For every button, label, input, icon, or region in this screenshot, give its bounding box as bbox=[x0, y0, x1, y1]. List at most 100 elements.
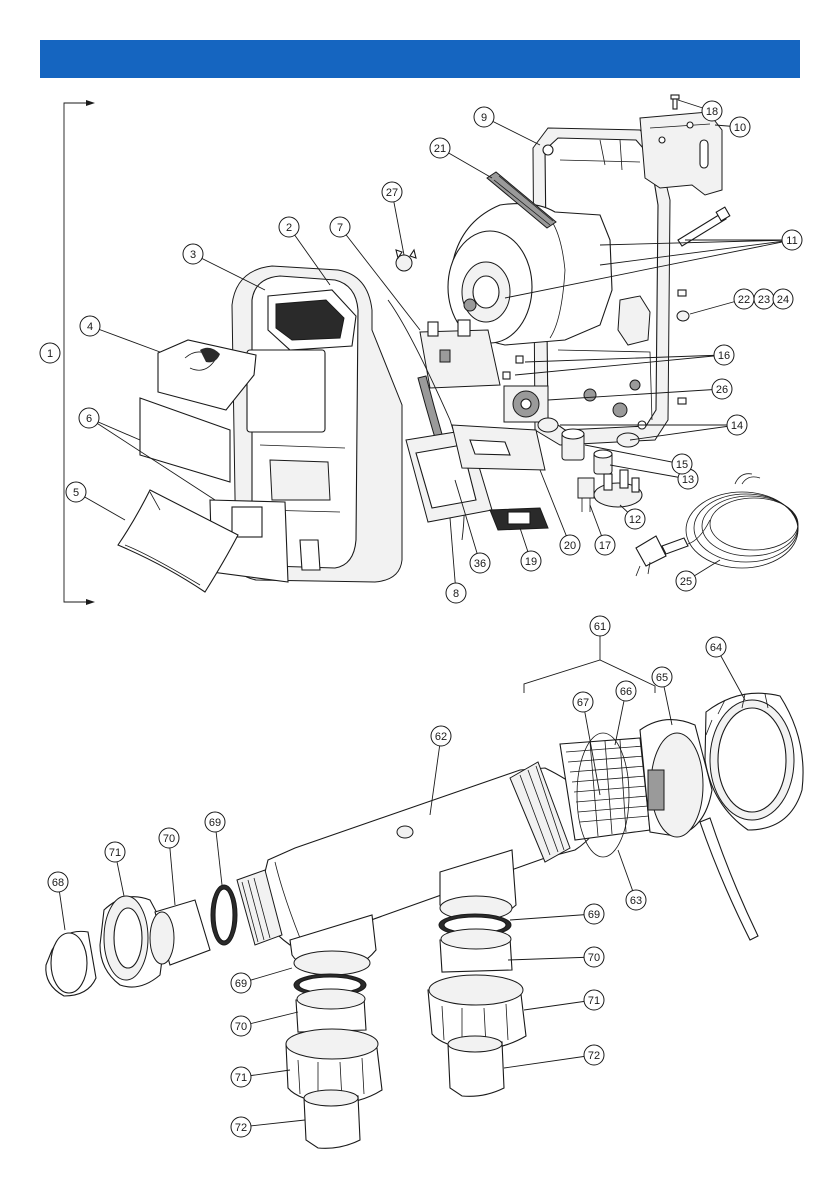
callout-7: 7 bbox=[330, 217, 350, 237]
callout-number: 69 bbox=[588, 909, 600, 921]
callout-8: 8 bbox=[446, 583, 466, 603]
callout-6: 6 bbox=[79, 408, 99, 428]
cooling-fan bbox=[504, 386, 548, 422]
callout-5: 5 bbox=[66, 482, 86, 502]
callout-number: 1 bbox=[47, 348, 53, 360]
callout-69a: 69 bbox=[205, 812, 225, 832]
callout-number: 23 bbox=[758, 294, 770, 306]
callout-number: 62 bbox=[435, 731, 447, 743]
power-lead bbox=[636, 474, 798, 576]
callout-number: 11 bbox=[786, 235, 797, 247]
callout-11: 11 bbox=[782, 230, 802, 250]
leader-line-71c bbox=[524, 1000, 594, 1010]
callout-number: 70 bbox=[588, 952, 600, 964]
callout-number: 61 bbox=[594, 621, 606, 633]
callout-64: 64 bbox=[706, 637, 726, 657]
callout-19: 19 bbox=[521, 551, 541, 571]
callout-4: 4 bbox=[80, 316, 100, 336]
end-cap bbox=[46, 931, 96, 996]
o-ring-left bbox=[211, 885, 237, 945]
callout-number: 64 bbox=[710, 642, 722, 654]
callout-71c: 71 bbox=[584, 990, 604, 1010]
transformer bbox=[448, 204, 612, 345]
callout-number: 24 bbox=[777, 294, 789, 306]
callout-number: 26 bbox=[716, 384, 728, 396]
callout-67: 67 bbox=[573, 692, 593, 712]
leader-line-20 bbox=[540, 470, 570, 545]
screw bbox=[671, 95, 679, 109]
callout-62: 62 bbox=[431, 726, 451, 746]
callout-71b: 71 bbox=[231, 1067, 251, 1087]
keypad bbox=[490, 508, 548, 530]
callout-70b: 70 bbox=[231, 1016, 251, 1036]
callout-number: 12 bbox=[629, 514, 641, 526]
callout-15: 15 bbox=[672, 454, 692, 474]
power-socket bbox=[594, 470, 642, 507]
assembly-bracket bbox=[64, 100, 95, 605]
callout-68: 68 bbox=[48, 872, 68, 892]
callout-14: 14 bbox=[727, 415, 747, 435]
leader-line-72b bbox=[504, 1055, 594, 1068]
callout-number: 22 bbox=[738, 294, 750, 306]
callout-number: 4 bbox=[87, 321, 93, 333]
callout-number: 20 bbox=[564, 540, 576, 552]
earth-screws bbox=[677, 290, 689, 404]
callout-number: 63 bbox=[630, 895, 642, 907]
screws bbox=[503, 356, 523, 379]
callout-number: 71 bbox=[235, 1072, 247, 1084]
locking-ring bbox=[705, 693, 803, 830]
callout-number: 6 bbox=[86, 413, 92, 425]
callout-number: 7 bbox=[337, 222, 343, 234]
callout-number: 67 bbox=[577, 697, 589, 709]
wall-bracket bbox=[640, 112, 722, 195]
leader-line-70c bbox=[508, 957, 594, 960]
callout-number: 71 bbox=[588, 995, 600, 1007]
callout-number: 8 bbox=[453, 588, 459, 600]
terminal-plug bbox=[578, 478, 594, 512]
callout-number: 14 bbox=[731, 420, 743, 432]
callout-10: 10 bbox=[730, 117, 750, 137]
callout-3: 3 bbox=[183, 244, 203, 264]
callout-18: 18 bbox=[702, 101, 722, 121]
callout-number: 21 bbox=[434, 143, 446, 155]
callout-number: 5 bbox=[73, 487, 79, 499]
callout-20: 20 bbox=[560, 535, 580, 555]
callout-22: 22 bbox=[734, 289, 754, 309]
leader-line-8 bbox=[450, 518, 456, 593]
callout-61: 61 bbox=[590, 616, 610, 636]
callout-number: 66 bbox=[620, 686, 632, 698]
callout-number: 70 bbox=[235, 1021, 247, 1033]
callout-27: 27 bbox=[382, 182, 402, 202]
control-pcb bbox=[420, 320, 500, 388]
callout-72a: 72 bbox=[231, 1117, 251, 1137]
callout-number: 9 bbox=[481, 112, 487, 124]
callout-16: 16 bbox=[714, 345, 734, 365]
display-mount bbox=[452, 425, 545, 470]
callout-70c: 70 bbox=[584, 947, 604, 967]
callout-number: 36 bbox=[474, 558, 486, 570]
callout-number: 16 bbox=[718, 350, 730, 362]
callout-number: 25 bbox=[680, 576, 692, 588]
callout-65: 65 bbox=[652, 667, 672, 687]
callout-number: 27 bbox=[386, 187, 398, 199]
tail-piece-lower-right bbox=[440, 929, 512, 972]
pipe-adapter-lower-left bbox=[304, 1090, 360, 1148]
callout-number: 65 bbox=[656, 672, 668, 684]
callout-17: 17 bbox=[595, 535, 615, 555]
callout-number: 2 bbox=[286, 222, 292, 234]
tail-piece-left bbox=[150, 900, 210, 965]
callout-9: 9 bbox=[474, 107, 494, 127]
callout-number: 17 bbox=[599, 540, 611, 552]
callout-26: 26 bbox=[712, 379, 732, 399]
callout-number: 72 bbox=[588, 1050, 600, 1062]
callout-63: 63 bbox=[626, 890, 646, 910]
callout-36: 36 bbox=[470, 553, 490, 573]
callout-number: 68 bbox=[52, 877, 64, 889]
callout-number: 71 bbox=[109, 847, 121, 859]
callout-number: 69 bbox=[209, 817, 221, 829]
callout-number: 19 bbox=[525, 556, 537, 568]
callout-69c: 69 bbox=[584, 904, 604, 924]
callout-number: 15 bbox=[676, 459, 688, 471]
callout-23: 23 bbox=[754, 289, 774, 309]
